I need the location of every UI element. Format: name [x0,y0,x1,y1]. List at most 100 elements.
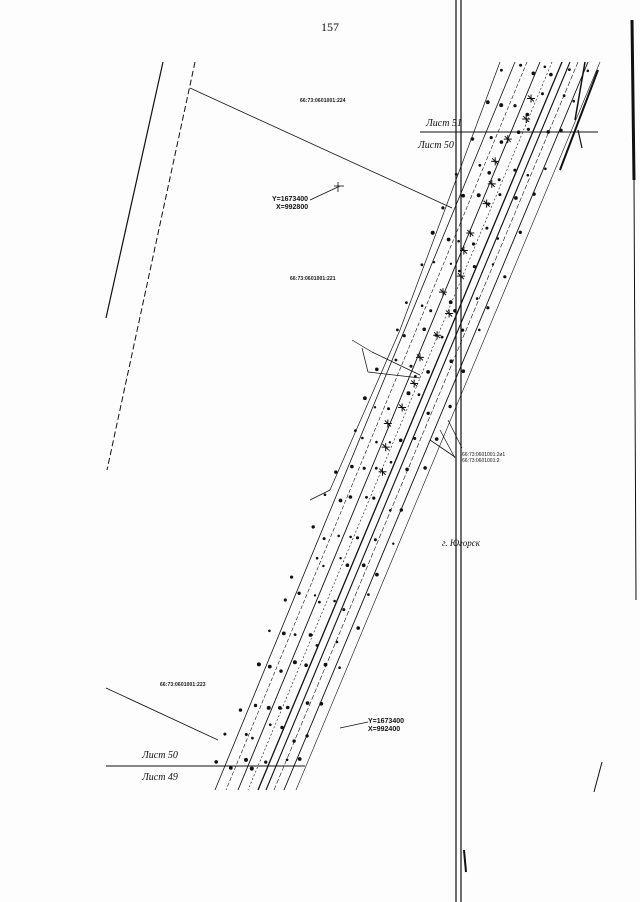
survey-point [335,640,339,644]
survey-point [532,192,536,196]
survey-point [426,411,430,415]
survey-point [375,440,378,444]
survey-point [449,262,453,265]
survey-point [423,466,427,470]
callout-line: 66:73:0601001:2 [462,458,500,464]
survey-point [389,460,393,464]
survey-point [268,629,271,633]
survey-point [342,608,346,612]
sheet-label-49: Лист 49 [142,772,178,783]
tree-mark [383,419,392,428]
survey-point [405,301,408,304]
survey-point [448,404,452,409]
coordinate-leaders [309,182,456,729]
survey-point [388,441,392,444]
tree-mark [482,199,491,208]
survey-point [471,242,476,246]
survey-point [244,757,248,762]
survey-point [322,537,326,541]
survey-point [345,563,350,567]
survey-point [402,334,406,338]
survey-point [394,358,398,362]
sheet-label-50-bottom: Лист 50 [142,750,178,761]
survey-point [322,564,325,568]
survey-point [337,534,341,538]
tree-mark [433,331,442,340]
survey-point [318,600,321,604]
survey-point [283,598,287,602]
city-label: г. Югорск [442,538,480,548]
survey-point [429,309,433,313]
survey-point [375,572,379,577]
frame-line [455,0,462,902]
survey-point [311,525,315,529]
tree-mark [527,94,536,103]
survey-point [413,437,417,440]
survey-point [266,705,271,710]
survey-point [251,736,254,740]
survey-point [297,591,301,595]
survey-point [448,300,453,305]
tree-mark [415,353,424,362]
survey-point [362,466,366,470]
tree-marks [378,94,536,476]
sheet-label-51: Лист 51 [426,118,462,129]
tree-mark [378,467,387,476]
survey-point [514,196,518,200]
survey-point [338,498,343,503]
survey-point [354,429,357,432]
land-boundary [105,61,453,741]
tree-mark [487,179,496,188]
survey-point [496,237,500,240]
survey-point [373,406,377,409]
survey-point [267,664,272,669]
survey-point [297,757,302,761]
tree-mark [398,403,407,412]
survey-point [446,237,451,242]
survey-point [487,171,492,175]
survey-point [486,306,490,310]
survey-point [305,701,310,705]
survey-point [513,168,517,172]
survey-point [278,706,282,710]
survey-point [389,509,392,512]
survey-point [281,631,286,636]
scan-edge [630,19,637,601]
survey-point [323,493,327,497]
survey-point [279,669,283,673]
coordinate-x: X=992800 [276,204,309,211]
survey-point [498,193,502,197]
tree-mark [439,288,448,297]
survey-point [562,94,566,98]
survey-point [543,65,547,69]
survey-point [367,593,370,596]
survey-point [350,464,354,469]
survey-point [432,261,436,264]
survey-point [526,127,531,131]
survey-point [244,733,248,736]
survey-point [355,536,360,540]
parcel-callout: 66:73:0601001:2и1 66:73:0601001:2 [462,452,505,464]
parcel-boundary [309,61,501,501]
road-corridor [214,61,601,791]
survey-point [430,230,435,235]
survey-point [472,265,476,269]
survey-point [440,335,444,339]
survey-point [491,263,495,266]
survey-point [426,370,430,374]
survey-point [292,739,296,743]
callout-line: 66:73:0601001:2и1 [462,452,506,458]
parcel-number-221: 66:73:0601001:221 [290,276,336,282]
survey-point [417,393,421,397]
survey-point [497,178,501,182]
survey-point [334,470,338,474]
survey-point [214,760,218,764]
tree-mark [456,272,465,281]
survey-point [338,666,341,669]
survey-point [499,103,504,108]
survey-point [413,375,417,378]
survey-point [470,137,475,141]
tree-mark [466,228,475,237]
survey-point [485,226,489,230]
